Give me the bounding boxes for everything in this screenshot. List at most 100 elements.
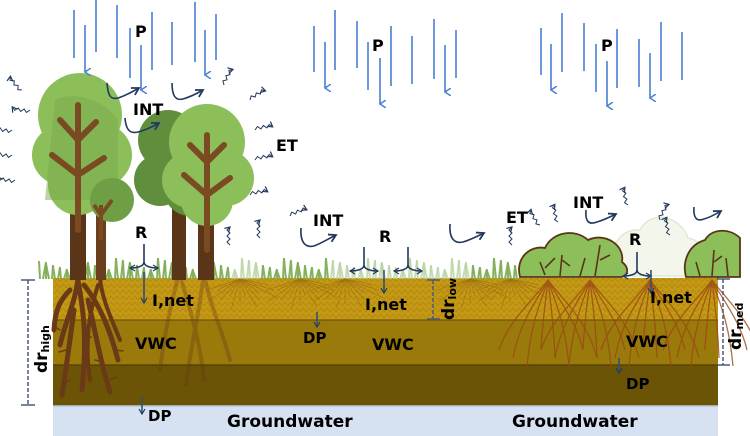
grass-root [344,278,383,298]
shrub-root [711,279,734,367]
grass-root [239,278,246,297]
grass-blade [220,265,224,280]
grass-blade [234,270,239,280]
et-squiggle [249,86,267,101]
label-precipitation-shrub: P [601,36,613,55]
grass-blade [486,270,491,280]
grass-blade [108,270,113,280]
grass-blade [507,263,512,280]
et-squiggle-arrow [254,121,274,131]
grass-root [344,278,365,300]
tree-left [32,73,132,280]
grass-root [208,278,241,302]
grass-blade [255,263,260,280]
grass-blade [283,258,287,280]
grass-root [322,278,346,291]
grass-root [299,278,320,293]
interception-arrow [585,209,618,224]
grass-blade [441,268,446,280]
shrub-root [547,279,584,351]
shrub-root [568,279,591,367]
shrub-root [662,279,713,351]
grass-roots [206,278,548,309]
et-squiggle-arrow [222,67,235,86]
grass-blade [374,260,377,280]
shrub-root [547,279,570,367]
grass-blade [189,268,194,280]
grass-root [469,278,490,293]
shrub-root [589,279,612,367]
interception-arrows [106,82,723,248]
grass-root [509,278,544,291]
et-squiggle [0,126,13,134]
et-squiggle-arrow [0,126,13,134]
grass-blade [360,270,365,280]
grass-blade [38,260,41,280]
grass-blade [430,265,434,280]
grass-blade [483,268,488,280]
shrub-root [690,279,713,367]
tree-small [90,178,134,280]
groundwater-layer [53,406,718,436]
grass-root [311,278,346,291]
label-net-infiltration-shrub: I,net [650,288,692,307]
grass-root [217,278,241,291]
grass-blade [346,265,350,280]
grass-blade [309,266,313,280]
grass-blade [402,270,407,280]
grass-blade [87,263,92,280]
et-squiggle [11,105,31,114]
grass-root [478,278,511,302]
grass-root [206,278,241,291]
grass-root [509,278,538,285]
grass-root [487,278,511,291]
et-squiggle [224,226,231,246]
et-squiggle-arrow [6,75,23,91]
grass-blade [59,267,62,280]
grass-blade [451,258,455,280]
label-runoff-grass: R [379,227,392,246]
shrub-root [614,279,651,359]
runoff-right [363,264,380,275]
shrub-root [711,279,748,351]
shrub-root [628,279,651,367]
interception-arrow [449,223,486,244]
grass-root [461,278,471,309]
label-vwc-forest: VWC [135,334,177,353]
shrub-root [547,279,556,359]
dr-low-bracket [427,279,440,320]
grass-root [509,278,516,297]
label-root-depth-high: drhigh [32,325,52,373]
grass-blade [231,268,236,280]
runoff-right [636,269,653,280]
shrub-root [554,279,591,359]
grass-root [239,278,278,298]
grass-blade [57,266,61,280]
grass-root [344,278,351,297]
label-deep-percolation-forest: DP [148,407,172,425]
evapotranspiration-arrows [0,67,671,246]
label-interception-grass: INT [313,211,344,230]
shrub-root [589,279,626,351]
grass-blade [241,258,245,280]
grass-blade [477,266,481,280]
label-net-infiltration-forest: I,net [152,291,194,310]
grass-root [336,278,346,309]
grass-root [220,278,241,300]
grass-blade [444,270,449,280]
grass-root [268,278,301,302]
et-squiggle-arrow [249,86,267,101]
root-depth-brackets [21,278,730,406]
grass-blade [185,267,188,280]
grass-root [325,278,346,300]
grass-root [450,278,471,300]
grass-root [239,278,258,308]
grass-root [334,278,346,297]
label-deep-percolation-grass: DP [303,329,327,347]
grass-root [509,278,530,293]
label-interception-forest: INT [133,100,164,119]
shrub-root [642,279,651,351]
grass-root [299,278,334,291]
grass-root [469,278,476,297]
